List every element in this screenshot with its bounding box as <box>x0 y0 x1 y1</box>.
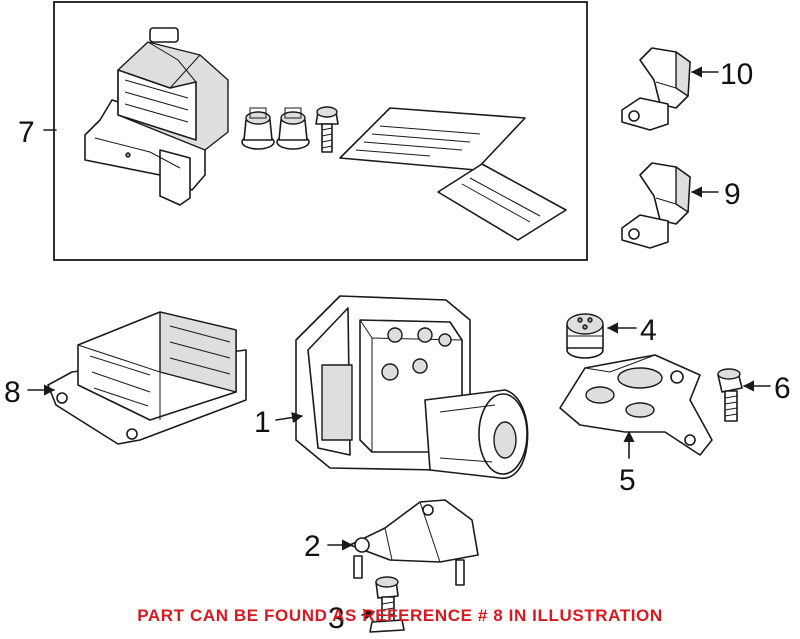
screw-part[interactable] <box>315 106 339 153</box>
kit-box <box>53 1 588 261</box>
callout-1: 1 <box>254 406 271 439</box>
instruction-sheet-part[interactable] <box>339 107 567 241</box>
reference-note: PART CAN BE FOUND AS REFERENCE # 8 IN IL… <box>137 606 663 625</box>
speed-sensor-part-9[interactable] <box>621 162 691 249</box>
callout-6: 6 <box>774 372 791 405</box>
callout-7: 7 <box>18 116 35 149</box>
bracket-part-5[interactable] <box>559 354 713 456</box>
callout-5: 5 <box>619 464 636 497</box>
isolator-part[interactable] <box>566 313 604 359</box>
leader-3 <box>361 609 376 620</box>
callout-2: 2 <box>304 530 321 563</box>
callout-labels: 1 2 3 4 5 6 7 8 9 10 <box>4 58 791 635</box>
leader-lines <box>27 66 771 620</box>
grommet-part-b[interactable] <box>276 107 310 150</box>
callout-8: 8 <box>4 376 21 409</box>
abs-modulator-part[interactable] <box>295 295 529 479</box>
control-module-part[interactable] <box>84 27 229 206</box>
callout-10: 10 <box>720 58 753 91</box>
bracket-part-2[interactable] <box>349 499 479 586</box>
callout-9: 9 <box>724 178 741 211</box>
bolt-part-3[interactable] <box>369 576 405 633</box>
airbag-module-part[interactable] <box>47 311 247 445</box>
callout-4: 4 <box>640 314 657 347</box>
callout-3: 3 <box>328 602 345 634</box>
speed-sensor-part-10[interactable] <box>621 47 691 131</box>
grommet-part-a[interactable] <box>241 107 275 150</box>
leader-1 <box>275 411 304 424</box>
bolt-part-6[interactable] <box>717 368 743 422</box>
